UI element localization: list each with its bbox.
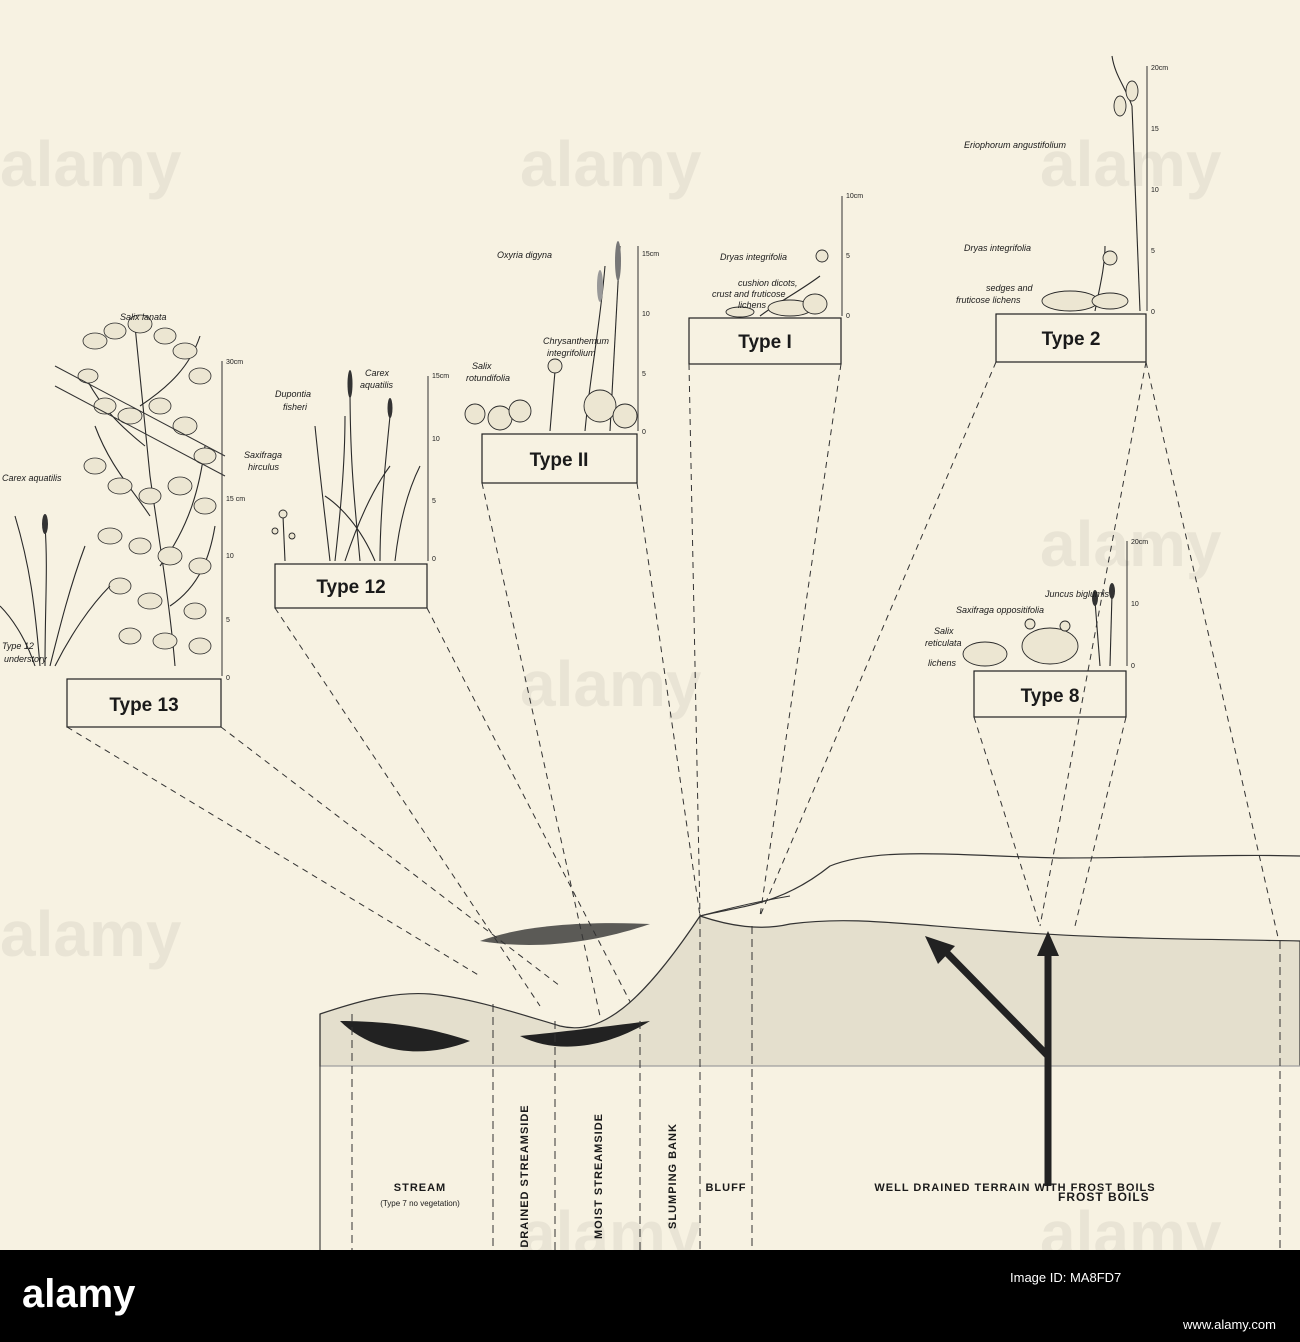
type-2-tick-5: 5 <box>1151 248 1155 255</box>
watermark: alamy <box>520 648 702 720</box>
zone-bluff: BLUFF <box>705 1182 746 1194</box>
type-13-tick-0: 0 <box>226 675 230 682</box>
zone-stream-note: (Type 7 no vegetation) <box>380 1199 460 1208</box>
type-1-species-dryas: Dryas integrifolia <box>720 252 787 262</box>
type-12-plants <box>271 370 421 562</box>
zone-drained-streamside: DRAINED STREAMSIDE <box>519 1104 531 1247</box>
type-1-species-crust: crust and fruticose <box>712 289 786 299</box>
type-8-tick-10: 10 <box>1131 601 1139 608</box>
type-11-label: Type II <box>530 450 589 471</box>
type-2-species-eriophorum: Eriophorum angustifolium <box>964 140 1067 150</box>
type-13-tick-10: 10 <box>226 553 234 560</box>
watermark: alamy <box>0 128 182 200</box>
type-1-tick-0: 0 <box>846 313 850 320</box>
type-11-species-rotundifolia: rotundifolia <box>466 373 510 383</box>
type-1-label: Type I <box>738 332 792 353</box>
type-1-species-cushion: cushion dicots, <box>738 278 798 288</box>
type-2-tick-0: 0 <box>1151 309 1155 316</box>
watermark: alamy <box>0 898 182 970</box>
type-8-species-juncus: Juncus biglumis <box>1044 589 1110 599</box>
alamy-footer-bar: alamy Image ID: MA8FD7 www.alamy.com <box>0 1250 1300 1342</box>
type-1-species-lichens: lichens <box>738 300 767 310</box>
watermark: alamy <box>1040 128 1222 200</box>
type-13-tick-5: 5 <box>226 617 230 624</box>
type-1-plants <box>725 249 829 318</box>
type-12-scale-top: 15cm <box>432 373 449 380</box>
type-8-species-saxifraga: Saxifraga oppositifolia <box>956 605 1044 615</box>
type-12-panel: 15cm 10 5 0 Dupontia fisheri Carex aquat… <box>244 368 449 609</box>
type-11-species-oxyria: Oxyria digyna <box>497 250 552 260</box>
type-13-scale-top: 30cm <box>226 359 243 366</box>
watermark: alamy <box>520 128 702 200</box>
type-8-label: Type 8 <box>1021 686 1080 707</box>
type-13-label: Type 13 <box>109 695 178 716</box>
salix-lanata-illustration <box>77 314 217 667</box>
zone-slumping-bank: SLUMPING BANK <box>667 1123 679 1229</box>
type-2-tick-10: 10 <box>1151 187 1159 194</box>
type-2-species-sedges: sedges and <box>986 283 1034 293</box>
type-12-species-aquatilis: aquatilis <box>360 380 394 390</box>
image-id-label: Image ID: MA8FD7 <box>1010 1270 1122 1285</box>
type-11-panel: 15cm 10 5 0 Oxyria digyna Chrysanthemum … <box>464 241 659 484</box>
type-8-species-reticulata: reticulata <box>925 638 962 648</box>
type-12-tick-5: 5 <box>432 498 436 505</box>
alamy-url: www.alamy.com <box>1183 1317 1276 1332</box>
type-13-species-carex: Carex aquatilis <box>2 473 62 483</box>
type-8-scale-top: 20cm <box>1131 539 1148 546</box>
type-2-species-dryas: Dryas integrifolia <box>964 243 1031 253</box>
type-12-species-dupontia: Dupontia <box>275 389 311 399</box>
type-12-species-carex: Carex <box>365 368 390 378</box>
type-11-scale-top: 15cm <box>642 251 659 258</box>
type-11-species-salix: Salix <box>472 361 492 371</box>
type-12-species-saxifraga: Saxifraga <box>244 450 282 460</box>
zone-moist-streamside: MOIST STREAMSIDE <box>593 1113 605 1239</box>
type-2-tick-15: 15 <box>1151 126 1159 133</box>
type-13-tick-15: 15 cm <box>226 496 245 503</box>
type-12-tick-0: 0 <box>432 556 436 563</box>
watermark: alamy <box>1040 508 1222 580</box>
type-1-tick-5: 5 <box>846 253 850 260</box>
type-8-tick-0: 0 <box>1131 663 1135 670</box>
type-11-tick-10: 10 <box>642 311 650 318</box>
type-13-species-salix-lanata: Salix lanata <box>120 312 167 322</box>
type-11-species-integrifolium: integrifolium <box>547 348 596 358</box>
type-1-panel: 10cm 5 0 Dryas integrifolia cushion dico… <box>688 193 863 365</box>
type-8-panel: 20cm 10 0 Juncus biglumis Saxifraga oppo… <box>925 539 1148 718</box>
type-13-species-type12: Type 12 <box>2 641 34 651</box>
type-2-scale-top: 20cm <box>1151 65 1168 72</box>
type-8-plants <box>962 583 1115 667</box>
type-11-tick-5: 5 <box>642 371 646 378</box>
type-1-scale-top: 10cm <box>846 193 863 200</box>
type-2-species-fruticose: fruticose lichens <box>956 295 1021 305</box>
terrain-profile <box>319 853 1300 1067</box>
type-8-species-lichens: lichens <box>928 658 957 668</box>
type-2-label: Type 2 <box>1042 329 1101 350</box>
type-11-tick-0: 0 <box>642 429 646 436</box>
type-12-species-fisheri: fisheri <box>283 402 308 412</box>
carex-aquatilis-illustration <box>0 514 111 667</box>
type-12-tick-10: 10 <box>432 436 440 443</box>
zone-stream: STREAM <box>394 1182 446 1194</box>
frost-boil-arrows: FROST BOILS <box>925 931 1150 1204</box>
zone-well-drained: WELL DRAINED TERRAIN WITH FROST BOILS <box>874 1182 1155 1194</box>
type-11-plants <box>464 241 638 432</box>
type-11-species-chrysanthemum: Chrysanthemum <box>543 336 610 346</box>
type-2-plants <box>1041 55 1141 312</box>
type-2-panel: 20cm 15 10 5 0 Eriophorum angustifolium … <box>956 55 1168 363</box>
alamy-logo: alamy <box>22 1272 136 1316</box>
type-13-panel: 30cm 15 cm 10 5 0 Salix lanata Carex aqu… <box>0 312 245 728</box>
frost-boils-label: FROST BOILS <box>1058 1190 1150 1204</box>
type-13-species-understory: understory <box>4 654 47 664</box>
type-12-species-hirculus: hirculus <box>248 462 280 472</box>
type-12-label: Type 12 <box>316 577 385 598</box>
type-8-species-salix: Salix <box>934 626 954 636</box>
